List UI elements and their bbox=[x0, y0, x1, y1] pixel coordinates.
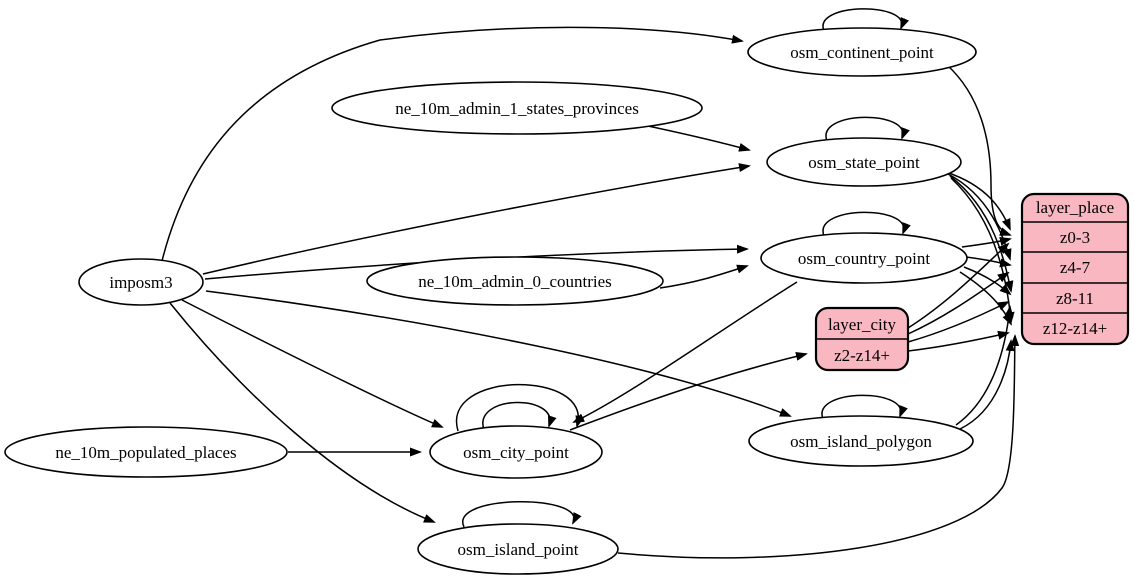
edge-osm_state_point-layer_place-z4-7 bbox=[947, 173, 1012, 261]
osm_state_point-label: osm_state_point bbox=[808, 153, 920, 172]
osm_island_point-shape bbox=[417, 523, 619, 575]
edge-osm_island_polygon-layer_place-z12-z14 bbox=[959, 339, 1015, 430]
layer_city-title: layer_city bbox=[828, 315, 896, 334]
ne_10m_populated_places-shape bbox=[4, 426, 288, 478]
layer_place-row-z8-11: z8-11 bbox=[1056, 289, 1094, 308]
osm_country_point-label: osm_country_point bbox=[798, 249, 930, 268]
ne_10m_admin_1_states_provinces-shape bbox=[331, 81, 703, 135]
edge-ne_10m_admin_0_countries-osm_country_point bbox=[659, 264, 749, 289]
ne_10m_populated_places-label: ne_10m_populated_places bbox=[55, 443, 236, 462]
node-ne_10m_admin_1_states_provinces: ne_10m_admin_1_states_provinces bbox=[331, 81, 703, 135]
osm_country_point-shape bbox=[760, 232, 968, 284]
osm_continent_point-shape bbox=[747, 27, 977, 77]
edge-osm_country_point-osm_city_point bbox=[572, 281, 798, 423]
edge-osm_island_polygon-layer_place-z8-11 bbox=[955, 305, 1014, 426]
edges bbox=[161, 8, 1020, 559]
imposm3-label: imposm3 bbox=[109, 273, 172, 292]
edge-osm_country_point-layer_place-z12-z14 bbox=[959, 271, 1012, 326]
ne_10m_admin_1_states_provinces-label: ne_10m_admin_1_states_provinces bbox=[395, 99, 639, 118]
edge-imposm3-osm_island_polygon bbox=[205, 290, 792, 417]
edge-self-osm_city_point-inner bbox=[482, 401, 557, 431]
edge-self-osm_city_point-outer bbox=[455, 383, 585, 432]
edge-self-osm_island_point bbox=[462, 501, 582, 528]
edge-imposm3-osm_island_point bbox=[169, 302, 436, 523]
osm_state_point-shape bbox=[766, 137, 962, 187]
layer_place-row-z0-3: z0-3 bbox=[1060, 228, 1090, 247]
layer_place-title: layer_place bbox=[1036, 198, 1114, 217]
edge-layer_city-layer_place-z12-z14 bbox=[907, 330, 1010, 352]
edge-self-osm_island_polygon bbox=[821, 394, 908, 420]
node-layer_place: layer_place z0-3 z4-7 z8-11 z12-z14+ bbox=[1020, 192, 1130, 346]
edge-osm_continent_point-layer_place-z0-3 bbox=[946, 64, 1012, 236]
edge-imposm3-osm_city_point bbox=[181, 299, 444, 428]
node-layer_city: layer_city z2-z14+ bbox=[814, 306, 910, 372]
edge-osm_country_point-layer_place-z4-7 bbox=[965, 256, 1012, 268]
node-osm_state_point: osm_state_point bbox=[766, 137, 962, 187]
node-ne_10m_populated_places: ne_10m_populated_places bbox=[4, 426, 288, 478]
osm_city_point-label: osm_city_point bbox=[463, 443, 569, 462]
osm_continent_point-label: osm_continent_point bbox=[790, 43, 934, 62]
osm_island_polygon-shape bbox=[748, 415, 974, 467]
node-ne_10m_admin_0_countries: ne_10m_admin_0_countries bbox=[366, 256, 664, 306]
layer_place-box bbox=[1020, 192, 1130, 346]
ne_10m_admin_0_countries-label: ne_10m_admin_0_countries bbox=[418, 272, 612, 291]
layer_place-row-z4-7: z4-7 bbox=[1060, 258, 1091, 277]
osm_city_point-shape bbox=[429, 425, 603, 479]
layer_place-row-z12-z14: z12-z14+ bbox=[1043, 319, 1107, 338]
node-osm_country_point: osm_country_point bbox=[760, 232, 968, 284]
node-osm_city_point: osm_city_point bbox=[429, 425, 603, 479]
edge-self-osm_country_point bbox=[822, 211, 911, 237]
edge-layer_city-layer_place-z8-11 bbox=[907, 301, 1010, 343]
edge-layer_city-layer_place-z0-3 bbox=[907, 242, 1010, 329]
edge-layer_city-layer_place-z4-7 bbox=[907, 271, 1010, 335]
osm_island_polygon-label: osm_island_polygon bbox=[790, 432, 932, 451]
edge-imposm3-osm_continent_point bbox=[161, 26, 744, 262]
node-osm_island_point: osm_island_point bbox=[417, 523, 619, 575]
node-osm_continent_point: osm_continent_point bbox=[747, 27, 977, 77]
edge-osm_state_point-layer_place-z0-3 bbox=[945, 171, 1011, 231]
edge-ne_10m_admin_1_states_provinces-osm_state_point bbox=[647, 125, 751, 152]
edge-osm_island_point-layer_place-z12-z14 bbox=[617, 334, 1020, 559]
ne_10m_admin_0_countries-shape bbox=[366, 256, 664, 306]
node-imposm3: imposm3 bbox=[78, 258, 204, 306]
edge-osm_country_point-layer_place-z0-3 bbox=[961, 237, 1012, 248]
layer_city-row-z2-z14: z2-z14+ bbox=[834, 346, 890, 365]
edge-osm_city_point-layer_city bbox=[569, 351, 808, 431]
node-osm_island_polygon: osm_island_polygon bbox=[748, 415, 974, 467]
edge-self-osm_state_point bbox=[825, 116, 910, 142]
edge-imposm3-osm_state_point bbox=[202, 163, 751, 275]
edge-self-osm_continent_point bbox=[822, 8, 910, 32]
osm_island_point-label: osm_island_point bbox=[458, 540, 579, 559]
imposm3-shape bbox=[78, 258, 204, 306]
